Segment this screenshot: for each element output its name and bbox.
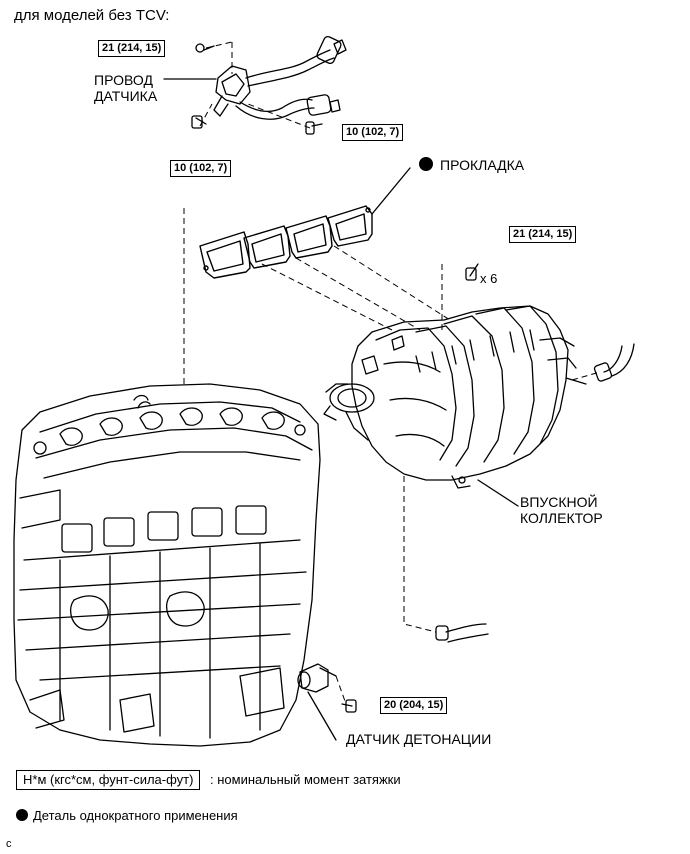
torque-box-wire-bolt-top: 21 (214, 15) (98, 40, 166, 57)
torque-box-manifold-bolt: 21 (214, 15) (509, 226, 577, 243)
sensor-wire-label-line1: ПРОВОД (94, 72, 153, 88)
knock-sensor-leader (307, 691, 337, 741)
torque-box-wire-bolt-left: 10 (102, 7) (170, 160, 232, 177)
torque-box-knock-sensor-bolt: 20 (204, 15) (380, 697, 448, 714)
knock-sensor-label: ДАТЧИК ДЕТОНАЦИИ (346, 731, 492, 747)
footer-code: c (6, 838, 12, 850)
bolt-quantity-label: x 6 (480, 271, 498, 286)
gasket-shape (199, 205, 373, 279)
gasket-label: ПРОКЛАДКА (440, 157, 525, 173)
intake-manifold-shape (323, 305, 587, 489)
legend-single-use: Деталь однократного применения (16, 808, 238, 824)
manifold-leader (477, 479, 519, 507)
legend-units-box: Н*м (кгс*см, фунт-сила-фут) (16, 770, 201, 790)
single-use-marker (419, 157, 433, 171)
intake-manifold-label-line2: КОЛЛЕКТОР (520, 510, 603, 526)
hose-right (593, 343, 635, 382)
page-header: для моделей без TCV: (14, 7, 170, 24)
intake-manifold-label-line1: ВПУСКНОЙ (520, 494, 598, 510)
hose-bottom (435, 623, 489, 643)
legend-single-use-text: Деталь однократного применения (33, 808, 238, 823)
single-use-dot-icon (16, 809, 28, 821)
knock-sensor-shape (297, 663, 357, 713)
sensor-wire-harness (191, 35, 347, 135)
legend-units-text: : номинальный момент затяжки (210, 772, 401, 787)
sensor-wire-label-line2: ДАТЧИКА (94, 88, 158, 104)
alignment-lines (183, 41, 601, 705)
torque-box-wire-bolt-right: 10 (102, 7) (342, 124, 404, 141)
gasket-leader (371, 167, 411, 215)
engine-block-shape (13, 383, 321, 747)
